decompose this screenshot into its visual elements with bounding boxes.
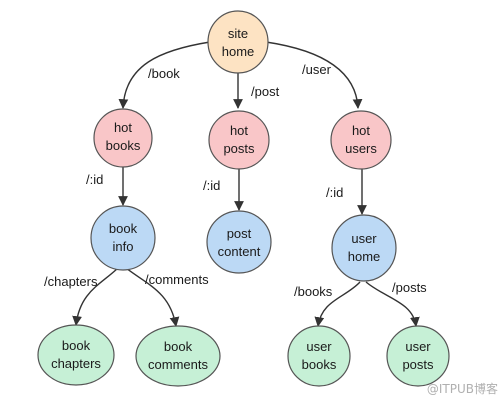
node-user-books-line1: user bbox=[306, 339, 332, 354]
node-book-chapters: book chapters bbox=[37, 324, 115, 386]
edge-label-chapters: /chapters bbox=[44, 274, 98, 289]
edges bbox=[72, 41, 420, 327]
edge-label-user: /user bbox=[302, 62, 332, 77]
node-hot-books-line2: books bbox=[106, 138, 141, 153]
edge-site-home-to-hot-users bbox=[265, 41, 363, 109]
node-book-info-line1: book bbox=[109, 221, 138, 236]
node-user-books: user books bbox=[287, 325, 351, 387]
node-user-posts-line1: user bbox=[405, 339, 431, 354]
nodes: site home hot books hot posts hot users … bbox=[37, 10, 450, 387]
node-hot-users: hot users bbox=[330, 110, 392, 170]
node-book-chapters-shape bbox=[37, 324, 115, 386]
node-book-chapters-line1: book bbox=[62, 338, 91, 353]
node-book-info-shape bbox=[90, 205, 156, 271]
node-user-home: user home bbox=[331, 214, 397, 282]
node-book-chapters-line2: chapters bbox=[51, 356, 101, 371]
node-book-info: book info bbox=[90, 205, 156, 271]
node-user-home-line2: home bbox=[348, 249, 381, 264]
node-hot-users-shape bbox=[330, 110, 392, 170]
edge-label-hot-posts-id: /:id bbox=[203, 178, 220, 193]
node-hot-posts-shape bbox=[208, 110, 270, 170]
node-user-books-shape bbox=[287, 325, 351, 387]
node-post-content-line2: content bbox=[218, 244, 261, 259]
edge-label-hot-users-id: /:id bbox=[326, 185, 343, 200]
node-hot-users-line2: users bbox=[345, 141, 377, 156]
node-hot-users-line1: hot bbox=[352, 123, 370, 138]
edge-label-post: /post bbox=[251, 84, 280, 99]
edge-user-home-to-user-books bbox=[314, 281, 361, 327]
node-hot-books-shape bbox=[93, 108, 153, 168]
node-site-home: site home bbox=[207, 10, 269, 74]
node-hot-books-line1: hot bbox=[114, 120, 132, 135]
node-book-comments-line1: book bbox=[164, 339, 193, 354]
watermark-text: @ITPUB博客 bbox=[427, 381, 498, 396]
node-post-content: post content bbox=[206, 210, 272, 274]
node-site-home-shape bbox=[207, 10, 269, 74]
node-post-content-shape bbox=[206, 210, 272, 274]
edge-label-comments: /comments bbox=[145, 272, 209, 287]
edge-user-home-to-user-posts bbox=[365, 281, 420, 327]
node-book-comments-shape bbox=[135, 325, 221, 387]
node-user-home-shape bbox=[331, 214, 397, 282]
edge-label-user-posts: /posts bbox=[392, 280, 427, 295]
node-user-home-line1: user bbox=[351, 231, 377, 246]
edge-site-home-to-hot-books bbox=[118, 41, 211, 109]
node-book-info-line2: info bbox=[113, 239, 134, 254]
node-book-comments: book comments bbox=[135, 325, 221, 387]
edge-labels: /book /post /user /:id /:id /:id /chapte… bbox=[44, 62, 427, 299]
edge-label-book: /book bbox=[148, 66, 180, 81]
node-user-posts: user posts bbox=[386, 325, 450, 387]
node-user-posts-shape bbox=[386, 325, 450, 387]
edge-book-info-to-book-chapters bbox=[72, 267, 119, 326]
node-post-content-line1: post bbox=[227, 226, 252, 241]
node-hot-books: hot books bbox=[93, 108, 153, 168]
edge-book-info-to-book-comments bbox=[125, 267, 180, 327]
node-user-books-line2: books bbox=[302, 357, 337, 372]
edge-label-user-books: /books bbox=[294, 284, 333, 299]
node-user-posts-line2: posts bbox=[402, 357, 434, 372]
node-site-home-line1: site bbox=[228, 26, 248, 41]
node-site-home-line2: home bbox=[222, 44, 255, 59]
node-hot-posts-line2: posts bbox=[223, 141, 255, 156]
node-book-comments-line2: comments bbox=[148, 357, 208, 372]
edge-label-hot-books-id: /:id bbox=[86, 172, 103, 187]
node-hot-posts: hot posts bbox=[208, 110, 270, 170]
node-hot-posts-line1: hot bbox=[230, 123, 248, 138]
